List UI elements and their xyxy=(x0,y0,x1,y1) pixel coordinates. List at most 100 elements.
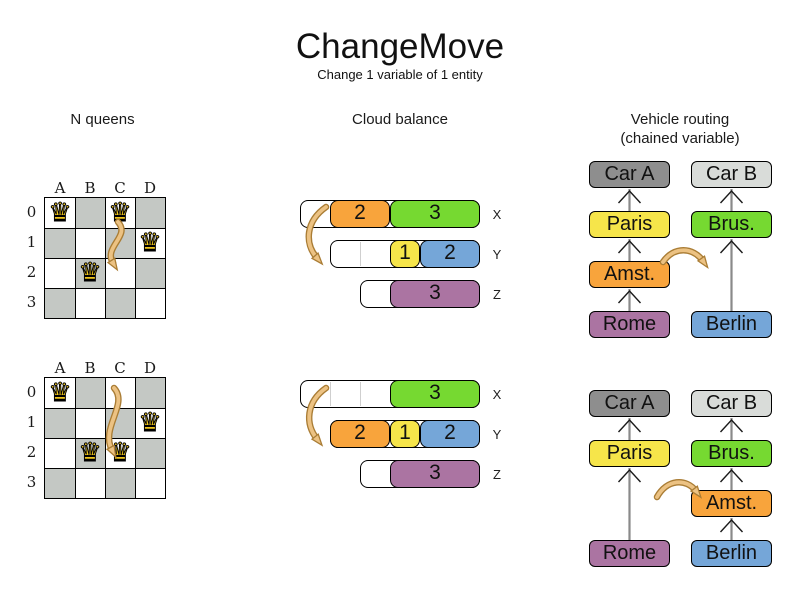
board-cell xyxy=(45,288,75,318)
board-col-label: B xyxy=(84,179,96,197)
entity-box: Paris xyxy=(589,211,670,238)
board-col-label: A xyxy=(54,359,66,377)
board-grid-line xyxy=(45,288,165,289)
computer-label: Z xyxy=(493,467,501,482)
board-cell xyxy=(135,408,165,438)
board-cell xyxy=(135,288,165,318)
chain-arrowhead-icon xyxy=(719,189,744,204)
board-border xyxy=(44,197,166,319)
entity-box: Car B xyxy=(691,161,772,188)
entity-box: Brus. xyxy=(691,211,772,238)
computer-label: X xyxy=(492,387,502,402)
vehicle-routing-heading: Vehicle routing (chained variable) xyxy=(585,110,775,148)
board-cell xyxy=(135,228,165,258)
chain-arrowhead-icon xyxy=(719,239,744,254)
entity-box: Berlin xyxy=(691,540,772,567)
process-block: 2 xyxy=(330,200,390,228)
board-cell xyxy=(75,198,105,228)
board-cell xyxy=(135,198,165,228)
queen-icon: ♛ xyxy=(108,438,132,469)
board-col-label: D xyxy=(143,179,157,197)
board-row-label: 1 xyxy=(26,233,37,251)
process-block: 3 xyxy=(390,200,480,228)
board-row-label: 0 xyxy=(26,383,37,401)
entity-box: Amst. xyxy=(589,261,670,288)
process-block: 2 xyxy=(420,240,480,268)
queen-icon: ♛ xyxy=(78,258,102,289)
capacity-tick xyxy=(360,242,361,266)
entity-box: Berlin xyxy=(691,311,772,338)
board-cell xyxy=(75,288,105,318)
diagram-title: ChangeMove xyxy=(295,27,505,66)
board-cell xyxy=(75,408,105,438)
board-cell xyxy=(75,378,105,408)
entity-box: Car A xyxy=(589,390,670,417)
board-cell xyxy=(45,228,75,258)
board-col-label: B xyxy=(84,359,96,377)
chain-arrowhead-icon xyxy=(719,418,744,433)
chain-arrowhead-icon xyxy=(617,239,642,254)
queen-icon: ♛ xyxy=(138,408,162,439)
board-col-label: D xyxy=(143,359,157,377)
board-cell xyxy=(75,468,105,498)
board-col-label: C xyxy=(114,359,126,377)
computer-label: Y xyxy=(492,427,502,442)
process-block: 2 xyxy=(330,420,390,448)
entity-box: Car B xyxy=(691,390,772,417)
queen-icon: ♛ xyxy=(78,438,102,469)
board-row-label: 3 xyxy=(26,293,37,311)
entity-box: Amst. xyxy=(691,490,772,517)
process-block: 1 xyxy=(390,240,420,268)
chain-arrowhead-icon xyxy=(617,418,642,433)
board-grid-line xyxy=(135,198,136,318)
computer-label: Y xyxy=(492,247,502,262)
process-block: 3 xyxy=(390,460,480,488)
board-cell xyxy=(105,468,135,498)
board-grid-line xyxy=(45,468,165,469)
entity-box: Brus. xyxy=(691,440,772,467)
diagram-subtitle: Change 1 variable of 1 entity xyxy=(317,67,483,82)
queen-icon: ♛ xyxy=(48,198,72,229)
board-cell xyxy=(45,198,75,228)
board-cell xyxy=(45,468,75,498)
nqueens-heading: N queens xyxy=(70,111,135,128)
board-row-label: 3 xyxy=(26,473,37,491)
entity-box: Car A xyxy=(589,161,670,188)
queen-icon: ♛ xyxy=(108,198,132,229)
chain-arrowhead-icon xyxy=(617,289,642,304)
capacity-tick xyxy=(360,382,361,406)
board-cell xyxy=(45,438,75,468)
entity-box: Rome xyxy=(589,311,670,338)
board-cell xyxy=(135,378,165,408)
board-cell xyxy=(135,258,165,288)
board-row-label: 1 xyxy=(26,413,37,431)
board-cell xyxy=(135,438,165,468)
computer-label: Z xyxy=(493,287,501,302)
process-block: 1 xyxy=(390,420,420,448)
entity-box: Paris xyxy=(589,440,670,467)
process-block: 3 xyxy=(390,280,480,308)
vehicle-routing-heading-line1: Vehicle routing xyxy=(630,111,730,128)
board-cell xyxy=(45,258,75,288)
computer-label: X xyxy=(492,207,502,222)
board-row-label: 2 xyxy=(26,263,37,281)
board-border xyxy=(44,377,166,499)
board-row-label: 0 xyxy=(26,203,37,221)
board-cell xyxy=(75,228,105,258)
board-grid-line xyxy=(45,438,165,439)
process-block: 2 xyxy=(420,420,480,448)
queen-icon: ♛ xyxy=(48,378,72,409)
board-cell xyxy=(45,378,75,408)
board-cell xyxy=(135,468,165,498)
board-cell xyxy=(45,408,75,438)
capacity-tick xyxy=(330,382,331,406)
vehicle-routing-heading-line2: (chained variable) xyxy=(620,130,740,147)
board-col-label: C xyxy=(114,179,126,197)
chain-arrowhead-icon xyxy=(617,189,642,204)
board-cell xyxy=(75,258,105,288)
chain-arrowhead-icon xyxy=(617,468,642,483)
vehicle-routing-move-arrow-before xyxy=(659,247,709,270)
chain-connectors xyxy=(617,189,744,540)
cloud-balance-heading: Cloud balance xyxy=(352,111,448,128)
